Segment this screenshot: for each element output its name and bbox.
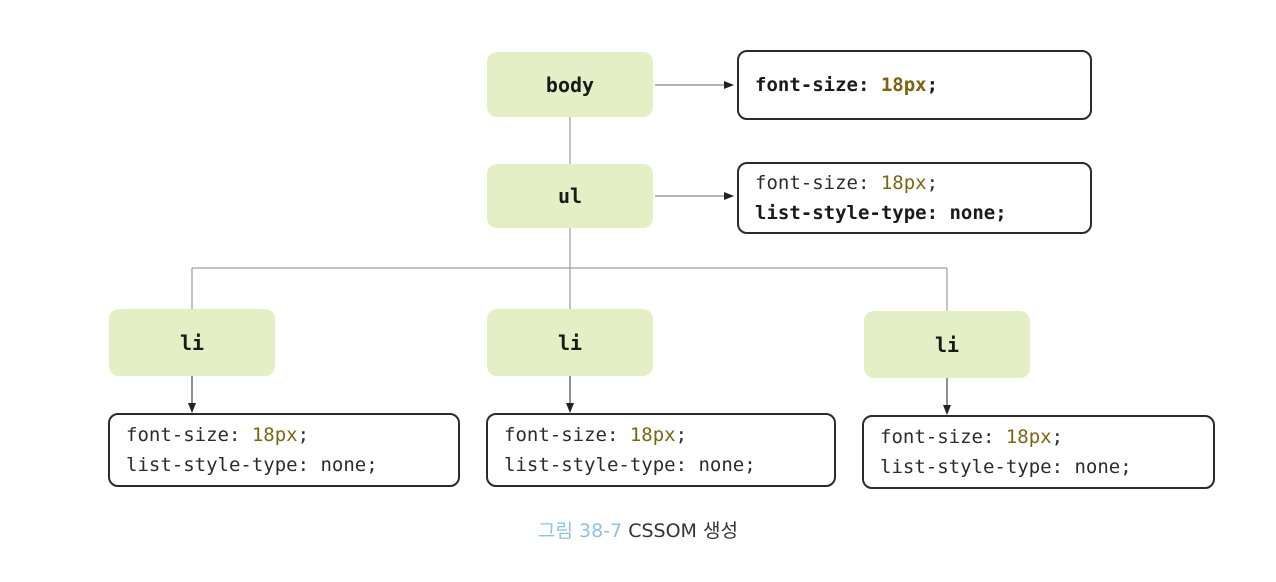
style-box-li-1: font-size: 18px; list-style-type: none;: [108, 413, 460, 487]
style-declaration: list-style-type: none;: [126, 450, 442, 480]
declaration-property: font-size:: [755, 172, 870, 194]
declaration-terminator: ;: [297, 424, 310, 446]
declaration-terminator: ;: [675, 424, 688, 446]
declaration-terminator: ;: [926, 74, 939, 96]
node-body: body: [487, 52, 653, 117]
style-declaration: font-size: 18px;: [880, 422, 1197, 452]
style-box-li-3: font-size: 18px; list-style-type: none;: [862, 415, 1215, 489]
declaration-value: 18px: [880, 172, 927, 194]
declaration-property: list-style-type: none;: [880, 456, 1132, 478]
style-declaration: list-style-type: none;: [504, 450, 818, 480]
node-ul: ul: [487, 164, 653, 228]
declaration-value: 18px: [880, 74, 927, 96]
declaration-property: font-size:: [755, 74, 870, 96]
declaration-value: 18px: [1005, 426, 1052, 448]
style-declaration: list-style-type: none;: [880, 452, 1197, 482]
style-declaration: font-size: 18px;: [504, 420, 818, 450]
declaration-property: font-size:: [504, 424, 619, 446]
style-declaration: font-size: 18px;: [755, 168, 1074, 198]
declaration-value: 18px: [251, 424, 298, 446]
declaration-terminator: ;: [926, 172, 939, 194]
style-declaration: font-size: 18px;: [126, 420, 442, 450]
node-li-3: li: [864, 311, 1030, 378]
node-li-2: li: [487, 309, 653, 376]
figure-caption: 그림 38-7 CSSOM 생성: [0, 516, 1276, 543]
declaration-property: font-size:: [126, 424, 241, 446]
style-box-li-2: font-size: 18px; list-style-type: none;: [486, 413, 836, 487]
figure-title: CSSOM 생성: [628, 520, 738, 542]
style-box-ul: font-size: 18px; list-style-type: none;: [737, 162, 1092, 234]
declaration-property: list-style-type: none;: [504, 454, 756, 476]
style-box-body: font-size: 18px;: [737, 50, 1092, 120]
style-declaration: list-style-type: none;: [755, 198, 1074, 228]
declaration-property: list-style-type: none;: [755, 202, 1007, 224]
style-declaration: font-size: 18px;: [755, 70, 1074, 100]
figure-number: 그림 38-7: [538, 520, 623, 542]
node-li-1: li: [109, 309, 275, 376]
declaration-terminator: ;: [1051, 426, 1064, 448]
declaration-property: list-style-type: none;: [126, 454, 378, 476]
declaration-value: 18px: [629, 424, 676, 446]
declaration-property: font-size:: [880, 426, 995, 448]
